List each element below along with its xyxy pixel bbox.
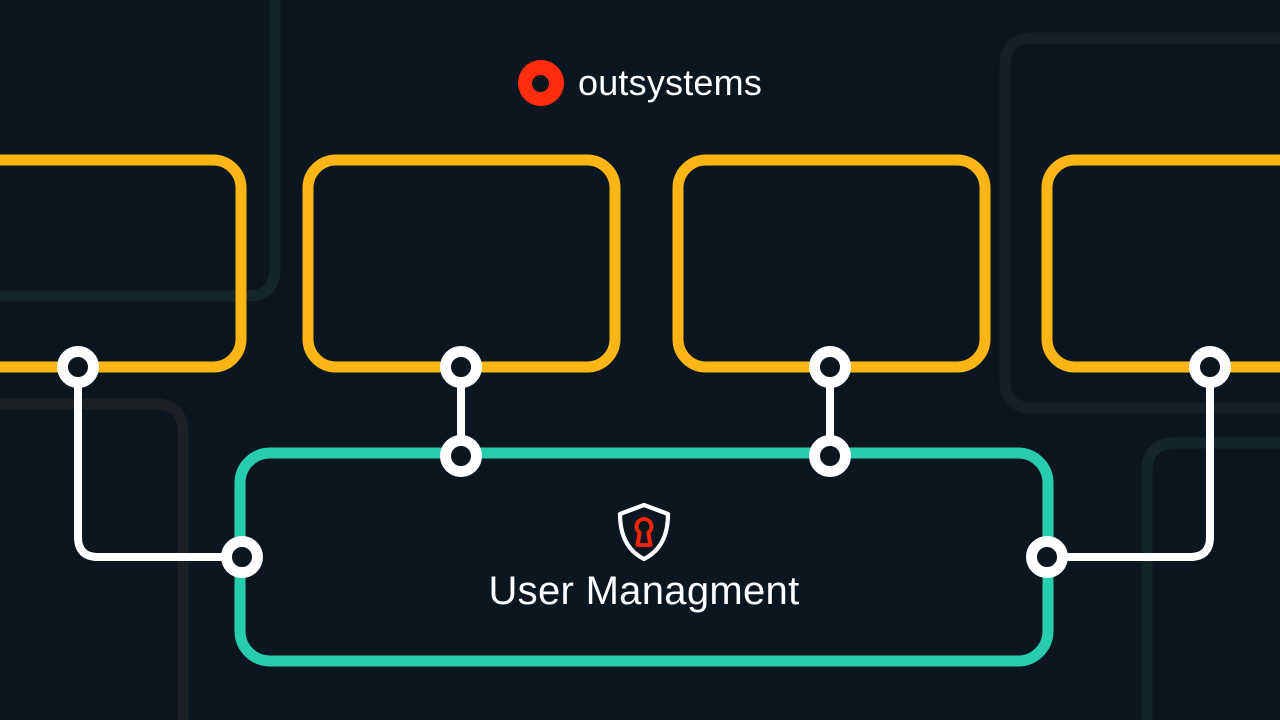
node-box3-bottom[interactable] — [809, 346, 851, 388]
decor-bottom-right-curve — [1141, 437, 1280, 720]
connector-box1-to-card-left — [74, 363, 246, 561]
decor-top-right-rect — [999, 32, 1280, 414]
decor-left-lower-curve — [0, 398, 189, 720]
node-card-right[interactable] — [1026, 536, 1068, 578]
brand-lockup: outsystems — [0, 55, 1280, 111]
decor-top-left-curve — [0, 0, 281, 302]
module-box-2[interactable] — [302, 154, 621, 373]
node-card-top-right[interactable] — [809, 435, 851, 477]
node-card-left[interactable] — [221, 536, 263, 578]
user-management-box[interactable] — [234, 447, 1054, 667]
module-boxes-layer — [0, 154, 1280, 373]
node-box1-bottom[interactable] — [57, 346, 99, 388]
nodes-layer — [57, 346, 1231, 578]
module-box-1[interactable] — [0, 154, 247, 373]
brand-name: outsystems — [577, 62, 763, 103]
node-box4-bottom[interactable] — [1189, 346, 1231, 388]
outsystems-ring-logo-icon — [517, 60, 564, 106]
node-box2-bottom[interactable] — [440, 346, 482, 388]
module-box-3[interactable] — [672, 154, 991, 373]
node-card-top-left[interactable] — [440, 435, 482, 477]
module-box-4[interactable] — [1041, 154, 1280, 373]
connector-box4-to-card-right — [1043, 363, 1214, 561]
